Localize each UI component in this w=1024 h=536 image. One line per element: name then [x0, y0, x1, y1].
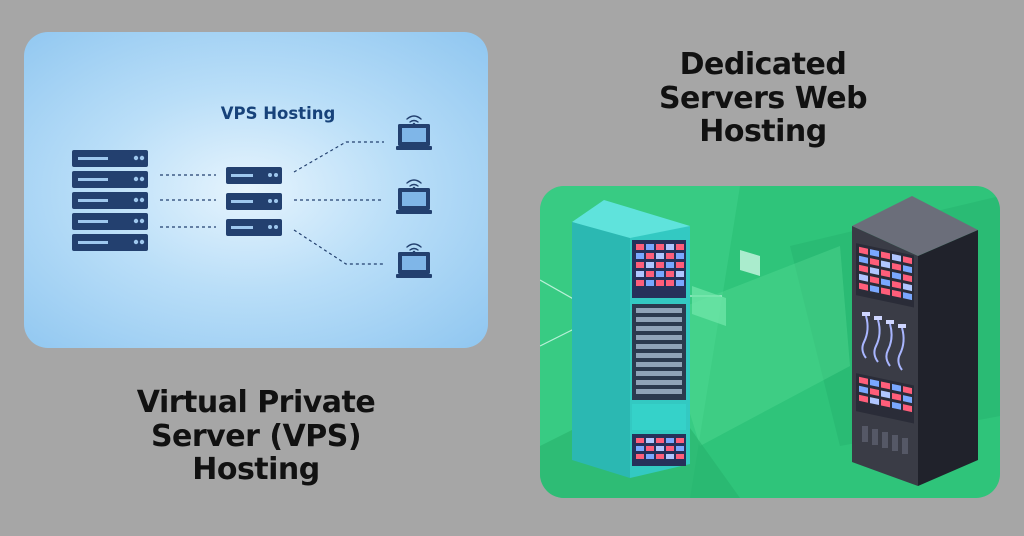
- caption-line: Hosting: [699, 114, 827, 150]
- vps-diagram-title: VPS Hosting: [220, 104, 336, 123]
- laptop-icon: [396, 124, 432, 278]
- vps-diagram: [72, 115, 432, 278]
- caption-line: Servers Web: [658, 80, 868, 116]
- wifi-icon: [406, 115, 422, 251]
- caption-line: Dedicated: [679, 47, 847, 82]
- caption-line: Virtual Private: [136, 385, 376, 420]
- server-stack-icon: [72, 150, 148, 251]
- server-racks-illustration: [540, 186, 1000, 498]
- dedicated-hosting-caption: Dedicated Servers Web Hosting: [640, 48, 886, 149]
- vps-diagram-panel: VPS Hosting: [24, 32, 488, 348]
- caption-line: Hosting: [192, 452, 320, 488]
- vps-hosting-caption: Virtual Private Server (VPS) Hosting: [116, 386, 396, 487]
- dedicated-server-illustration: [540, 186, 1000, 498]
- caption-line: Server (VPS): [150, 418, 362, 454]
- server-unit-icon: [226, 167, 282, 236]
- dark-server-rack: [852, 196, 978, 486]
- teal-server-rack: [572, 200, 690, 478]
